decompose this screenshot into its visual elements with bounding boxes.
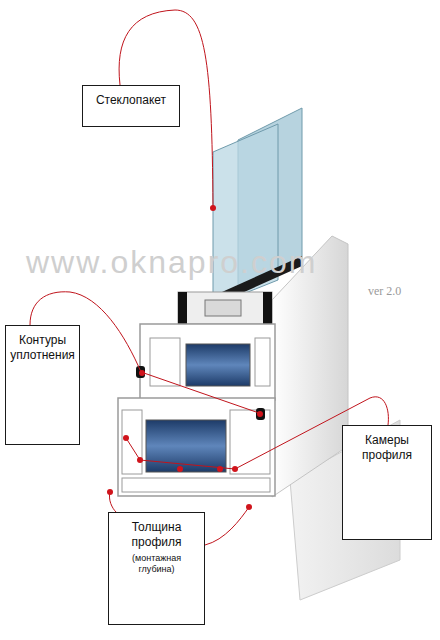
callout-dot xyxy=(210,205,216,211)
callout-dot xyxy=(123,435,129,441)
callout-title: Камеры профиля xyxy=(347,433,427,463)
leader-line xyxy=(205,507,249,545)
callout-title: Контуры уплотнения xyxy=(10,333,75,363)
frame-profile xyxy=(118,398,275,496)
callout-dot xyxy=(246,504,252,510)
callout-subtitle: (монтажная глубина) xyxy=(113,553,200,576)
callout-box: Стеклопакет xyxy=(82,85,180,127)
watermark: www.oknapro.com xyxy=(26,244,317,281)
callout-title: Стеклопакет xyxy=(87,93,175,108)
profile-chamber xyxy=(230,410,270,474)
callout-dot xyxy=(107,489,113,495)
seal xyxy=(136,366,145,378)
callout-box: Контуры уплотнения xyxy=(5,325,80,445)
spacer xyxy=(205,300,241,316)
profile-chamber xyxy=(186,344,250,386)
callout-dot xyxy=(137,457,143,463)
leader-line xyxy=(109,492,116,512)
callout-dot xyxy=(139,370,145,376)
glass-seal xyxy=(178,292,187,324)
profile-chamber xyxy=(150,338,180,386)
sash-profile xyxy=(140,324,275,400)
callout-dot xyxy=(257,411,263,417)
version-label: ver 2.0 xyxy=(368,284,401,299)
callout-dot xyxy=(232,466,238,472)
glazing-base xyxy=(178,292,272,324)
profile-chamber xyxy=(122,410,142,474)
callout-box: Толщина профиля (монтажная глубина) xyxy=(108,512,205,625)
profile-chamber xyxy=(122,478,270,492)
profile-chamber xyxy=(255,338,270,386)
callout-box: Камеры профиля xyxy=(342,425,432,540)
callout-title: Толщина профиля xyxy=(113,520,200,550)
glass-seal xyxy=(263,292,272,324)
callout-dot xyxy=(217,466,223,472)
seal xyxy=(256,408,265,420)
callout-dot xyxy=(177,466,183,472)
